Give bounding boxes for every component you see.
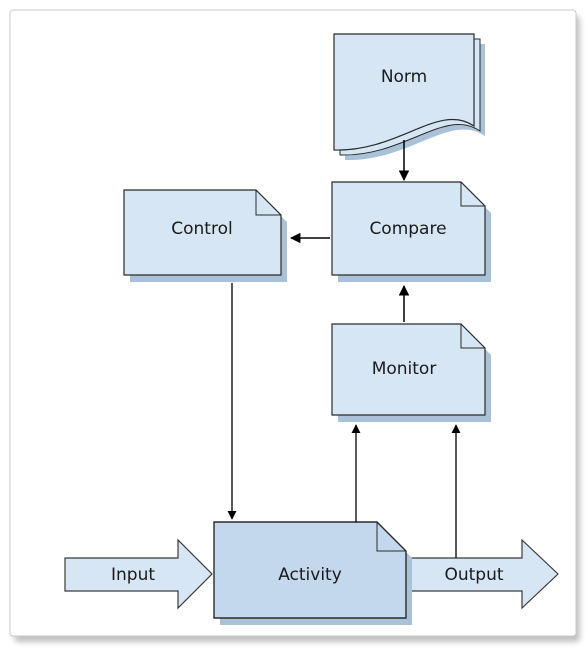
activity-box [213, 521, 407, 619]
norm-node: Norm [333, 33, 485, 161]
monitor-label: Monitor [372, 359, 437, 379]
output-arrow-shape [409, 538, 559, 610]
compare-label: Compare [369, 219, 446, 239]
input-arrow-shape [64, 538, 213, 610]
activity-fold-corner [376, 522, 406, 552]
compare-node: Compare [331, 181, 491, 282]
control-box [123, 189, 282, 276]
norm-document-shape [333, 33, 475, 151]
norm-label: Norm [381, 67, 427, 87]
activity-label: Activity [278, 565, 342, 585]
output-label: Output [444, 565, 503, 585]
input-flow-arrow: Input [64, 538, 213, 610]
activity-node: Activity [213, 521, 412, 625]
control-fold-corner [255, 190, 281, 216]
control-node: Control [123, 189, 287, 282]
monitor-box [331, 323, 486, 416]
diagram-frame [9, 9, 577, 637]
compare-box [331, 181, 486, 276]
monitor-fold-corner [460, 324, 485, 349]
compare-fold-corner [460, 182, 485, 207]
output-flow-arrow: Output [409, 538, 559, 610]
input-label: Input [111, 565, 155, 585]
control-label: Control [171, 219, 232, 239]
monitor-node: Monitor [331, 323, 491, 422]
